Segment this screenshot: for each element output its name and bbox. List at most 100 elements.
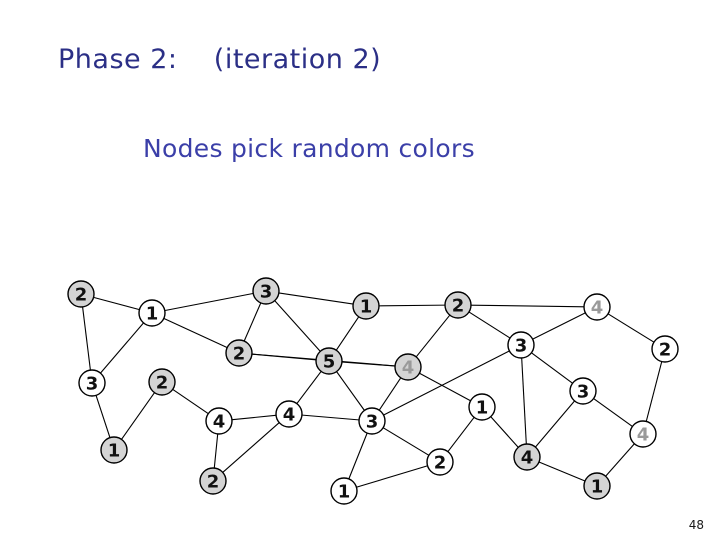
graph-node-circle[interactable] (651, 335, 679, 363)
graph-node[interactable]: 2 (148, 368, 176, 396)
graph-node[interactable]: 1 (468, 393, 496, 421)
graph-node[interactable]: 1 (138, 299, 166, 327)
graph-node-label: 3 (260, 282, 273, 303)
graph-node[interactable]: 3 (569, 377, 597, 405)
graph-edge (163, 292, 255, 312)
graph-edge (446, 416, 476, 453)
graph-node[interactable]: 4 (629, 420, 657, 448)
graph-edge (213, 432, 219, 470)
graph-edge (415, 313, 451, 359)
graph-edge (604, 442, 636, 478)
graph-node[interactable]: 1 (583, 472, 611, 500)
graph-node-circle[interactable] (252, 277, 280, 305)
graph-node-circle[interactable] (100, 436, 128, 464)
graph-edge (418, 372, 472, 402)
graph-node-circle[interactable] (468, 393, 496, 421)
graph-node[interactable]: 2 (225, 339, 253, 367)
graph-node[interactable]: 1 (330, 477, 358, 505)
graph-node[interactable]: 4 (275, 400, 303, 428)
graph-node-circle[interactable] (67, 280, 95, 308)
graph-edge (243, 301, 262, 343)
graph-node-label: 1 (591, 477, 604, 498)
graph-edge (355, 464, 429, 489)
graph-node-label: 4 (213, 412, 226, 433)
graph-node-circle[interactable] (148, 368, 176, 396)
graph-node-label: 1 (476, 398, 489, 419)
graph-node[interactable]: 5 (315, 347, 343, 375)
graph-edge (645, 360, 663, 423)
graph-edge (377, 304, 447, 307)
graph-node-circle[interactable] (315, 347, 343, 375)
graph-edge (382, 349, 511, 417)
graph-edge (530, 351, 574, 385)
graph-node[interactable]: 3 (78, 369, 106, 397)
graph-edge (489, 415, 520, 449)
graph-node[interactable]: 3 (252, 277, 280, 305)
graph-node-circle[interactable] (275, 400, 303, 428)
graph-edge (171, 388, 210, 415)
graph-node[interactable]: 2 (199, 467, 227, 495)
graph-node-label: 2 (452, 296, 465, 317)
graph-edge (230, 414, 278, 421)
graph-node-circle[interactable] (138, 299, 166, 327)
graph-node-label: 3 (577, 382, 590, 403)
graph-node-circle[interactable] (583, 472, 611, 500)
graph-edge (162, 317, 229, 349)
graph-edge (300, 414, 361, 421)
graph-node-label: 1 (360, 297, 373, 318)
graph-node[interactable]: 1 (352, 292, 380, 320)
graph-node-circle[interactable] (444, 291, 472, 319)
edge-layer (81, 292, 663, 489)
graph-node[interactable]: 4 (394, 353, 422, 381)
graph-edge (606, 312, 656, 344)
graph-node-circle[interactable] (507, 331, 535, 359)
graph-node[interactable]: 2 (651, 335, 679, 363)
graph-node[interactable]: 2 (67, 280, 95, 308)
graph-node[interactable]: 2 (426, 448, 454, 476)
graph-node-label: 2 (156, 373, 169, 394)
graph-edge (221, 421, 281, 474)
graph-node-circle[interactable] (583, 293, 611, 321)
graph-node-circle[interactable] (629, 420, 657, 448)
graph-node[interactable]: 2 (444, 291, 472, 319)
graph-node-label: 1 (338, 482, 351, 503)
graph-node-label: 3 (366, 412, 379, 433)
graph-node-circle[interactable] (394, 353, 422, 381)
node-layer: 2 1 3 1 2 4 3 2 2 5 4 3 2 3 1 4 4 3 1 4 2 1 2 4 1 (67, 277, 679, 505)
graph-node-circle[interactable] (352, 292, 380, 320)
graph-edge (467, 310, 512, 340)
graph-edge (381, 426, 431, 457)
graph-node-label: 2 (434, 453, 447, 474)
graph-node-circle[interactable] (199, 467, 227, 495)
graph-node-label: 4 (591, 298, 604, 319)
graph-node-label: 4 (521, 448, 534, 469)
graph-node-circle[interactable] (569, 377, 597, 405)
graph-node[interactable]: 4 (205, 407, 233, 435)
graph-node-label: 5 (323, 352, 336, 373)
page-subtitle: Nodes pick random colors (143, 134, 475, 163)
graph-node[interactable]: 1 (100, 436, 128, 464)
graph-node-circle[interactable] (205, 407, 233, 435)
graph-node-circle[interactable] (330, 477, 358, 505)
graph-edge (92, 296, 141, 311)
graph-node[interactable]: 3 (358, 407, 386, 435)
graph-edge (273, 299, 322, 353)
graph-node-circle[interactable] (78, 369, 106, 397)
graph-edge (534, 399, 576, 449)
graph-edge (340, 361, 397, 367)
graph-edge (120, 391, 156, 441)
graph-node-circle[interactable] (426, 448, 454, 476)
graph-node[interactable]: 4 (513, 443, 541, 471)
graph-node-circle[interactable] (225, 339, 253, 367)
graph-edge (81, 305, 92, 372)
graph-node-label: 2 (233, 344, 246, 365)
graph-node-circle[interactable] (513, 443, 541, 471)
graph-node[interactable]: 3 (507, 331, 535, 359)
graph-node-label: 2 (207, 472, 220, 493)
graph-edge (277, 292, 355, 305)
page-number: 48 (688, 518, 704, 532)
graph-node-circle[interactable] (358, 407, 386, 435)
graph-edge (531, 311, 587, 341)
graph-node[interactable]: 4 (583, 293, 611, 321)
